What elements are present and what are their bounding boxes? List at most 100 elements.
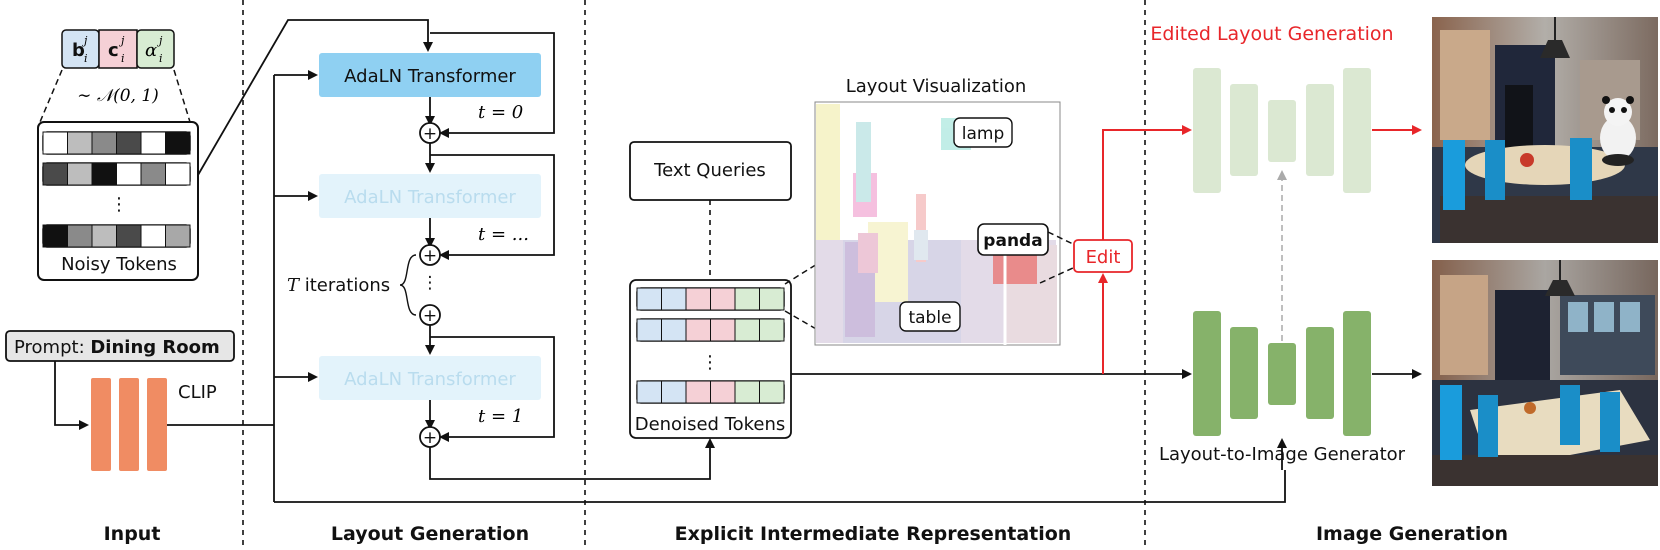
token-cell [636, 380, 662, 404]
svg-text:⋮: ⋮ [701, 352, 719, 373]
svg-text:+: + [423, 306, 437, 326]
token-alpha: α [145, 40, 157, 61]
svg-text:lamp: lamp [962, 124, 1005, 144]
svg-text:AdaLN Transformer: AdaLN Transformer [344, 187, 516, 208]
section-title-explicit-representation: Explicit Intermediate Representation [675, 523, 1072, 545]
edited-generator-unet [1193, 68, 1371, 193]
token-row [42, 224, 191, 248]
layout-visualization: lamp panda table [814, 101, 1061, 346]
token-row [636, 287, 785, 311]
token-cell [116, 131, 142, 155]
token-cell [42, 131, 68, 155]
token-cell [710, 380, 736, 404]
token-cell [734, 287, 760, 311]
svg-text:j: j [118, 34, 125, 47]
section-title-layout-generation: Layout Generation [331, 523, 529, 545]
token-triplet: b j i c j i α j i [61, 29, 175, 69]
token-b: b [72, 40, 85, 61]
token-cell [91, 224, 117, 248]
edited-layout-title: Edited Layout Generation [1150, 23, 1393, 45]
bbox-label-lamp: lamp [953, 117, 1013, 148]
iterations-label: T iterations [287, 275, 390, 296]
prompt-box: Prompt: Dining Room [5, 330, 235, 362]
svg-text:i: i [159, 52, 163, 65]
svg-text:Prompt: Dining Room: Prompt: Dining Room [14, 337, 220, 358]
layout-visualization-title: Layout Visualization [846, 76, 1027, 97]
token-cell [42, 162, 68, 186]
svg-text:i: i [121, 52, 125, 65]
token-cell [91, 131, 117, 155]
token-c: c [108, 40, 119, 61]
t1-label: t = 1 [478, 406, 523, 427]
token-cell [685, 318, 711, 342]
svg-text:Edit: Edit [1086, 247, 1121, 268]
token-cell [710, 287, 736, 311]
token-cell [140, 224, 166, 248]
svg-text:AdaLN Transformer: AdaLN Transformer [344, 369, 516, 390]
section-title-input: Input [104, 523, 161, 545]
token-cell [67, 162, 93, 186]
token-cell [685, 287, 711, 311]
token-cell [165, 224, 191, 248]
svg-text:j: j [156, 34, 163, 47]
token-cell [165, 162, 191, 186]
bbox-label-table: table [899, 301, 961, 332]
edit-box: Edit [1073, 239, 1133, 273]
token-cell [685, 380, 711, 404]
token-cell [734, 318, 760, 342]
svg-text:panda: panda [983, 231, 1042, 251]
section-title-image-generation: Image Generation [1316, 523, 1508, 545]
transformer-block-2: AdaLN Transformer [319, 174, 541, 218]
token-cell [759, 318, 785, 342]
clip-encoder [91, 378, 167, 471]
clip-label: CLIP [178, 382, 217, 403]
token-cell [140, 162, 166, 186]
svg-text:i: i [84, 52, 88, 65]
token-cell [661, 318, 687, 342]
denoised-tokens-box: ⋮ Denoised Tokens [629, 279, 792, 439]
noisy-tokens-box: ⋮ Noisy Tokens [37, 121, 199, 281]
token-cell [661, 380, 687, 404]
section-dividers [242, 0, 1146, 550]
dining-room-with-panda-photo [1432, 17, 1658, 243]
layout-to-image-generator-unet [1193, 311, 1371, 436]
token-cell [165, 131, 191, 155]
token-cell [636, 318, 662, 342]
token-cell [116, 224, 142, 248]
bbox-label-panda: panda [977, 223, 1049, 256]
dining-room-photo [1432, 260, 1658, 486]
token-cell [67, 224, 93, 248]
token-cell [91, 162, 117, 186]
svg-text:j: j [81, 34, 88, 47]
token-cell [734, 380, 760, 404]
noisy-tokens-label: Noisy Tokens [61, 254, 177, 275]
denoised-tokens-label: Denoised Tokens [635, 414, 786, 435]
noisy-vdots: ⋮ [110, 194, 128, 215]
token-cell [636, 287, 662, 311]
token-row [42, 162, 191, 186]
token-cell [661, 287, 687, 311]
gaussian-label: ∼ 𝒩(0, 1) [77, 86, 159, 106]
prompt-value: Dining Room [90, 337, 219, 358]
token-cell [710, 318, 736, 342]
token-row [636, 318, 785, 342]
t0-label: t = 0 [478, 102, 523, 123]
prompt-prefix: Prompt: [14, 337, 90, 358]
svg-text:+: + [423, 428, 437, 448]
token-cell [759, 287, 785, 311]
transformer-block-3: AdaLN Transformer [319, 356, 541, 400]
svg-text:table: table [908, 308, 951, 328]
token-cell [759, 380, 785, 404]
token-cell [140, 131, 166, 155]
svg-text:+: + [423, 246, 437, 266]
iterations-vdots: ⋮ [422, 273, 439, 293]
svg-text:Text Queries: Text Queries [653, 160, 766, 181]
text-queries-box: Text Queries [629, 141, 792, 201]
token-cell [67, 131, 93, 155]
transformer-block-1: AdaLN Transformer [319, 53, 541, 97]
token-cell [116, 162, 142, 186]
svg-text:AdaLN Transformer: AdaLN Transformer [344, 66, 516, 87]
token-cell [42, 224, 68, 248]
token-row [42, 131, 191, 155]
